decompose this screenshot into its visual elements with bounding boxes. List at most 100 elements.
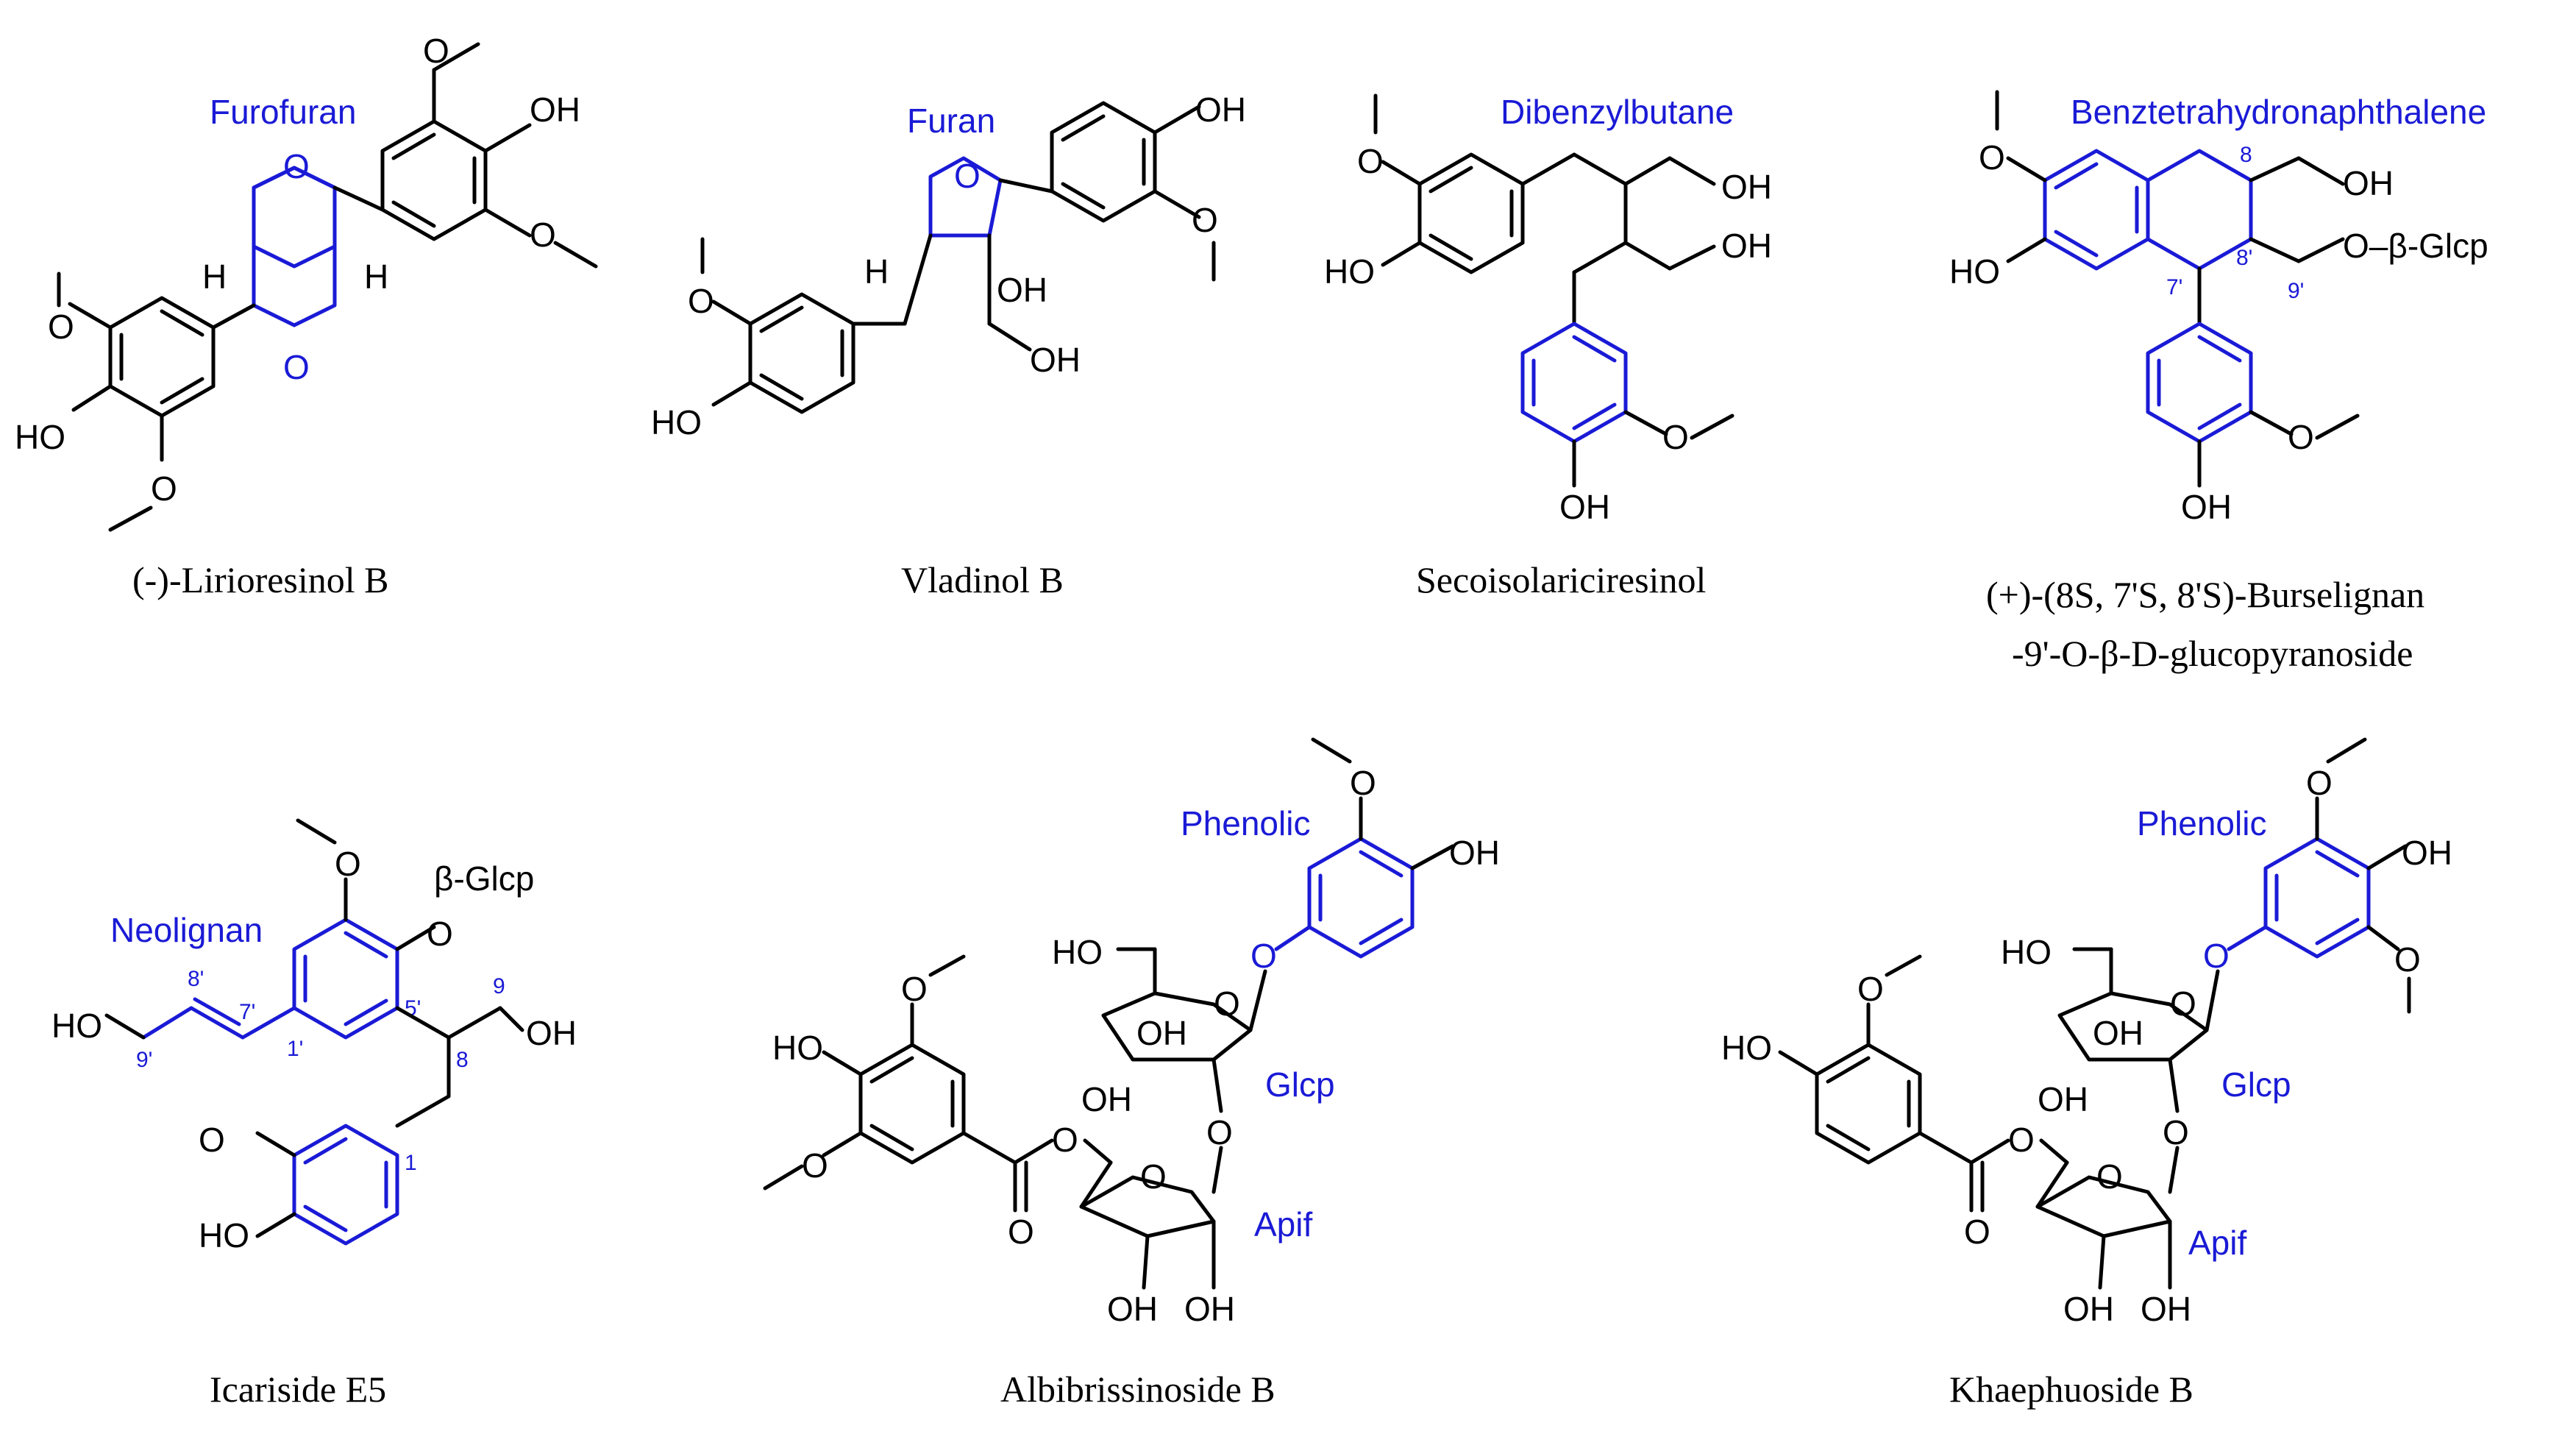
sugar-label-glcp-1: Glcp: [1265, 1065, 1335, 1104]
hydroxyl-20: OH: [1081, 1080, 1132, 1118]
hydroxyl-5: OH: [1030, 341, 1081, 379]
methoxy-o-16: O: [2306, 764, 2333, 802]
methoxy-o-2: O: [530, 216, 556, 254]
methoxy-o-7: O: [1357, 142, 1384, 180]
hydroxyl-16: HO: [199, 1216, 249, 1255]
furan-oxygen-bottom: O: [283, 348, 310, 386]
furan-oxygen-top: O: [283, 147, 310, 185]
class-label-benztetrahydronaphthalene: Benztetrahydronaphthalene: [2071, 93, 2486, 131]
hydroxyl-23: HO: [772, 1029, 823, 1067]
hydroxyl-6: HO: [651, 403, 702, 441]
methoxy-o-3: O: [48, 308, 74, 346]
ring-o-glc-1: O: [1214, 984, 1240, 1023]
hydroxyl-27: OH: [2038, 1080, 2088, 1118]
hydroxyl-21: OH: [1107, 1290, 1158, 1328]
structure-secoisolariciresinol: Dibenzylbutane O HO OH OH O OH Secoisola…: [1324, 93, 1772, 600]
h-vladinol: H: [864, 252, 889, 291]
caption-albibrissinoside-b: Albibrissinoside B: [1000, 1369, 1275, 1410]
ring-o-api-2: O: [2096, 1157, 2123, 1196]
locant-9-ic: 9: [493, 974, 505, 998]
h-right: H: [364, 258, 388, 296]
locant-7-prime-ic: 7': [239, 1000, 255, 1024]
caption-lirioresinol-b: (-)-Lirioresinol B: [132, 559, 389, 600]
locant-7-prime: 7': [2166, 275, 2182, 299]
hydroxyl-7: HO: [1324, 252, 1375, 291]
methoxy-o-6: O: [688, 282, 714, 320]
methoxy-o-10: O: [2288, 418, 2314, 456]
hydroxyl-30: HO: [1721, 1029, 1772, 1067]
hydroxyl-18: HO: [1052, 933, 1103, 971]
hydroxyl-25: HO: [2001, 933, 2052, 971]
caption-vladinol-b: Vladinol B: [901, 559, 1064, 600]
methoxy-o-1: O: [423, 32, 449, 70]
glycosidic-o-2: O: [1206, 1113, 1233, 1152]
locant-9-prime-ic: 9': [136, 1048, 152, 1072]
caption-burselignan-line1: (+)-(8S, 7'S, 8'S)-Burselignan: [1986, 574, 2424, 615]
caption-khaephuoside-b: Khaephuoside B: [1949, 1369, 2193, 1410]
ring-o-api-1: O: [1140, 1157, 1167, 1196]
hydroxyl-8: OH: [1721, 168, 1772, 206]
structure-albibrissinoside-b: Phenolic O OH O O HO OH OH Glcp O O Apif…: [763, 737, 1500, 1410]
glycosidic-o-3: O: [2203, 937, 2230, 975]
methoxy-o-11: O: [335, 845, 361, 883]
class-label-dibenzylbutane: Dibenzylbutane: [1501, 93, 1734, 131]
caption-secoisolariciresinol: Secoisolariciresinol: [1416, 559, 1706, 600]
caption-burselignan-line2: -9'-O-β-D-glucopyranoside: [2012, 633, 2413, 674]
hydroxyl-26: OH: [2093, 1014, 2143, 1052]
hydroxyl-2: HO: [15, 418, 65, 456]
locant-8: 8: [2240, 143, 2252, 167]
carbonyl-o-2: O: [1964, 1213, 1990, 1251]
hydroxyl-11: HO: [1949, 252, 2000, 291]
class-label-furofuran: Furofuran: [210, 93, 356, 131]
class-label-furan: Furan: [907, 102, 995, 140]
hydroxyl-17: OH: [1449, 834, 1500, 872]
structure-icariside-e5: Neolignan O O β-Glcp HO 8' 7' 1' 5' 9' O…: [51, 818, 577, 1410]
hydroxyl-22: OH: [1184, 1290, 1235, 1328]
hydroxyl-3: OH: [1195, 91, 1246, 129]
structure-burselignan-glucoside: Benztetrahydronaphthalene 8 7' 8' O HO O…: [1949, 90, 2488, 674]
methoxy-o-9: O: [1979, 138, 2005, 177]
hydroxyl-28: OH: [2063, 1290, 2114, 1328]
hydroxyl-19: OH: [1136, 1014, 1187, 1052]
methoxy-o-12: O: [199, 1121, 225, 1159]
hydroxyl-24: OH: [2402, 834, 2452, 872]
ring-o-glc-2: O: [2170, 984, 2196, 1023]
locant-9-prime: 9': [2288, 279, 2304, 303]
methoxy-o-8: O: [1662, 418, 1689, 456]
methoxy-o-15: O: [802, 1146, 828, 1185]
class-label-neolignan: Neolignan: [110, 911, 263, 949]
locant-8-prime-ic: 8': [188, 967, 204, 991]
beta-glcp-label: β-Glcp: [434, 859, 534, 898]
sugar-label-glcp-2: Glcp: [2221, 1065, 2291, 1104]
glucosyl-oxygen: O: [427, 915, 453, 953]
locant-8-ic: 8: [456, 1048, 469, 1072]
methoxy-o-5: O: [1192, 201, 1218, 239]
glycosidic-o-1: O: [1250, 937, 1277, 975]
class-label-phenolic-2: Phenolic: [2137, 804, 2266, 842]
hydroxyl-29: OH: [2141, 1290, 2191, 1328]
h-left: H: [202, 258, 227, 296]
furan-oxygen: O: [954, 157, 981, 195]
class-label-phenolic-1: Phenolic: [1181, 804, 1310, 842]
hydroxyl-1: OH: [530, 91, 580, 129]
sugar-label-apif-2: Apif: [2188, 1224, 2246, 1262]
methoxy-o-13: O: [1350, 764, 1376, 802]
carbonyl-o-1: O: [1008, 1213, 1034, 1251]
hydroxyl-15: OH: [526, 1014, 577, 1052]
hydroxyl-14: HO: [51, 1007, 102, 1045]
locant-8-prime: 8': [2236, 246, 2252, 270]
hydroxyl-9: OH: [1721, 227, 1772, 265]
hydroxyl-4: OH: [997, 271, 1047, 309]
ester-o-1: O: [1052, 1121, 1078, 1159]
glycosidic-o-4: O: [2163, 1113, 2189, 1152]
methoxy-o-14: O: [901, 970, 928, 1008]
structure-lirioresinol-b: Furofuran O O H H O OH O O HO: [15, 32, 598, 600]
sugar-label-apif-1: Apif: [1254, 1205, 1312, 1243]
ester-o-2: O: [2008, 1121, 2035, 1159]
hydroxyl-13: OH: [2181, 488, 2232, 526]
hydroxyl-10: OH: [1559, 488, 1610, 526]
structure-khaephuoside-b: Phenolic O OH O O O HO OH OH Glcp O O Ap…: [1721, 737, 2452, 1410]
locant-1-prime-ic: 1': [287, 1037, 303, 1061]
caption-icariside-e5: Icariside E5: [210, 1369, 386, 1410]
